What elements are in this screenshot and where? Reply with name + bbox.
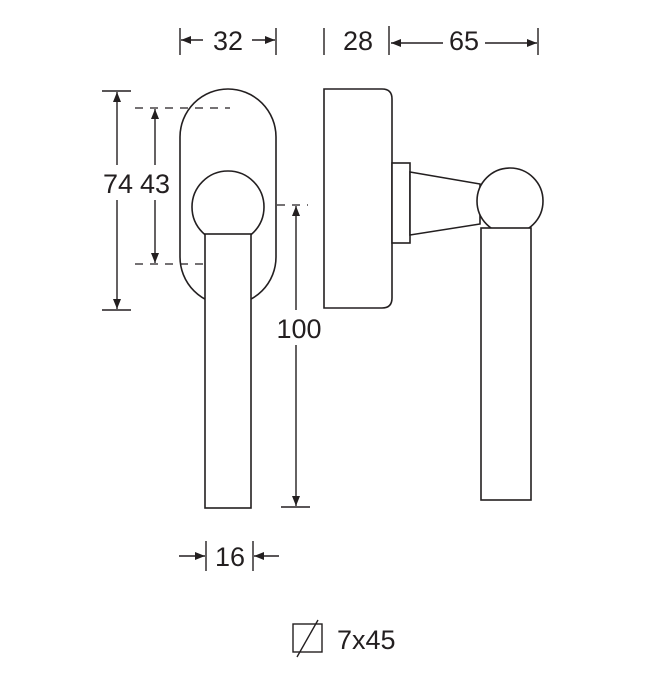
dim-lever-width: 16: [179, 541, 279, 572]
side-view: [323, 88, 544, 501]
dim-rosette-height: 74: [102, 90, 133, 311]
dim-rosette-width: 32: [179, 26, 277, 56]
dim-label-28: 28: [343, 26, 373, 56]
dim-label-74: 74: [103, 169, 133, 199]
neck-cone: [409, 171, 481, 236]
collar: [391, 162, 411, 244]
lever-ball: [191, 170, 265, 244]
dim-rosette-depth: 28: [323, 26, 390, 56]
rosette-side: [323, 88, 393, 309]
side-ball: [476, 167, 544, 235]
square-spindle-icon: [292, 619, 323, 658]
dim-label-16: 16: [215, 542, 245, 572]
spindle-size: 7x45: [337, 625, 396, 655]
dim-label-100: 100: [276, 314, 321, 344]
dim-label-65: 65: [449, 26, 479, 56]
dim-projection: 65: [391, 26, 539, 56]
lever-bar: [204, 233, 252, 509]
dim-spindle-offset: 43: [135, 107, 230, 265]
side-lever-bar: [480, 227, 532, 501]
dim-lever-length: 100: [276, 204, 322, 508]
dim-label-43: 43: [140, 169, 170, 199]
front-view: [179, 88, 277, 509]
dim-label-32: 32: [213, 26, 243, 56]
spindle-spec: 7x45: [292, 619, 396, 658]
